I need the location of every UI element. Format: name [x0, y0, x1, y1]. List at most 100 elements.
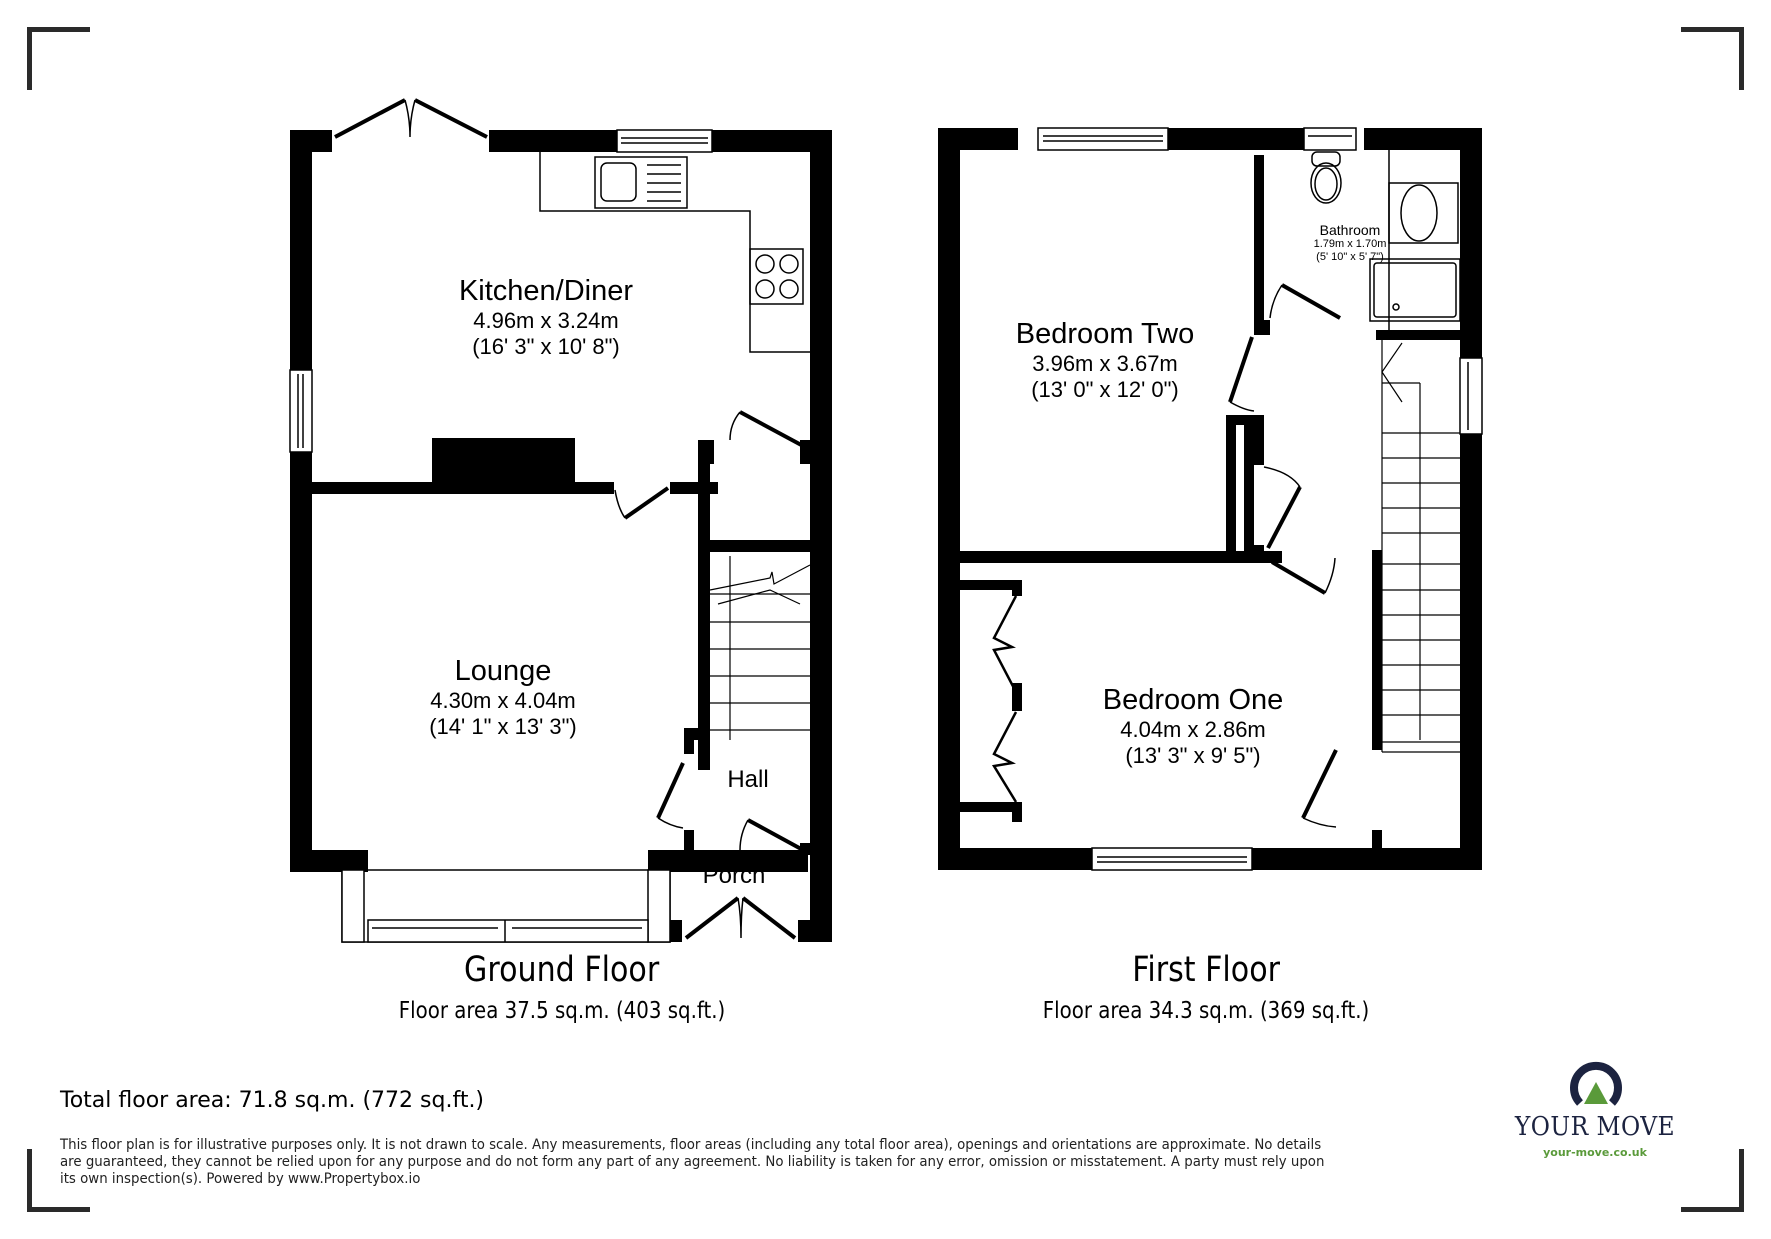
door	[1266, 486, 1302, 549]
french-doors	[334, 98, 488, 139]
door-swing	[739, 819, 749, 851]
room-name: Bedroom Two	[1015, 318, 1195, 350]
wall	[1244, 415, 1254, 561]
room-dimensions-metric: 4.04m x 2.86m	[1120, 717, 1266, 743]
wall	[712, 130, 832, 152]
porch-door-swing	[737, 897, 744, 939]
wall	[698, 440, 714, 464]
room-name: Kitchen/Diner	[458, 275, 634, 307]
door-swing	[657, 817, 684, 829]
wall	[1254, 545, 1264, 563]
wall	[1460, 128, 1482, 358]
chimney-breast	[432, 438, 575, 482]
first-floor-fixtures	[991, 127, 1483, 871]
toilet-cistern	[1311, 151, 1341, 167]
brand-url: your-move.co.uk	[1543, 1146, 1647, 1159]
first-floor-title: First Floor Floor area 34.3 sq.m. (369 s…	[1016, 950, 1396, 1024]
room-label-bedroom-one: Bedroom One 4.04m x 2.86m (13' 3" x 9' 5…	[1103, 684, 1284, 768]
room-dimensions-imperial: (5' 10" x 5' 7")	[1316, 250, 1384, 263]
toilet-seat	[1314, 167, 1338, 201]
door-swing	[1263, 466, 1301, 488]
ground-floor-title: Ground Floor Floor area 37.5 sq.m. (403 …	[372, 950, 752, 1024]
room-dimensions-metric: 4.96m x 3.24m	[473, 308, 619, 334]
basin-bowl	[1400, 184, 1438, 242]
wall	[684, 830, 694, 850]
window	[1459, 357, 1483, 435]
room-dimensions-metric: 1.79m x 1.70m	[1313, 238, 1387, 251]
crop-mark-top-right	[1681, 27, 1744, 90]
wall	[290, 130, 312, 872]
window	[1303, 127, 1357, 151]
floor-name: Ground Floor	[464, 950, 660, 990]
ground-floor-fixtures	[289, 98, 811, 943]
door-swing	[1302, 817, 1337, 828]
wall	[648, 850, 808, 872]
wall	[1460, 434, 1482, 870]
kitchen-counter	[539, 152, 810, 353]
wall	[1012, 802, 1022, 822]
wall	[960, 802, 1022, 812]
wall	[1372, 830, 1382, 850]
door-swing	[1324, 557, 1336, 594]
wall	[1372, 550, 1382, 750]
window	[647, 869, 671, 943]
hob-icon	[749, 248, 804, 305]
wall	[1364, 128, 1482, 150]
wall	[1226, 415, 1264, 425]
french-door-swing	[404, 99, 416, 138]
crop-mark-top-left	[27, 27, 90, 90]
first-floor-stairs	[1381, 340, 1460, 753]
toilet-icon	[1310, 162, 1342, 204]
room-label-bathroom: Bathroom 1.79m x 1.70m (5' 10" x 5' 7")	[1314, 222, 1387, 263]
wall	[710, 540, 810, 552]
wall	[800, 843, 810, 855]
floor-name: First Floor	[1132, 950, 1280, 990]
room-dimensions-metric: 4.30m x 4.04m	[430, 688, 576, 714]
your-move-logo-icon	[1570, 1061, 1622, 1106]
wall	[1252, 848, 1482, 870]
sink-icon	[594, 156, 688, 209]
porch-doors	[684, 896, 797, 940]
room-dimensions-imperial: (16' 3" x 10' 8")	[472, 333, 620, 359]
room-name: Bathroom	[1319, 222, 1381, 238]
wall	[1012, 683, 1022, 711]
room-name: Porch	[702, 862, 766, 889]
wall	[938, 848, 1092, 870]
floor-area: Floor area 34.3 sq.m. (369 sq.ft.)	[1042, 998, 1370, 1024]
wall	[698, 440, 710, 770]
door	[656, 762, 685, 819]
basin-icon	[1388, 182, 1459, 244]
wall	[810, 130, 832, 942]
room-name: Bedroom One	[1102, 684, 1284, 716]
wall	[1254, 155, 1264, 335]
room-dimensions-imperial: (14' 1" x 13' 3")	[429, 713, 577, 739]
door	[1270, 560, 1327, 595]
door-swing	[1269, 284, 1283, 319]
door	[623, 486, 670, 520]
crop-mark-bottom-left	[27, 1149, 90, 1212]
hob-ring	[755, 254, 775, 274]
room-dimensions-imperial: (13' 0" x 12' 0")	[1031, 376, 1179, 402]
door	[1301, 749, 1338, 819]
wall	[938, 128, 960, 870]
wall	[290, 130, 332, 152]
window	[289, 369, 313, 453]
shower-tray-icon	[1369, 258, 1461, 322]
door	[1281, 283, 1341, 320]
door	[1228, 336, 1254, 403]
brand-name: YOUR MOVE	[1514, 1112, 1676, 1142]
wall	[960, 580, 1022, 590]
wall	[938, 128, 1018, 150]
window	[367, 919, 649, 943]
room-name: Hall	[727, 766, 769, 793]
hob-ring	[755, 279, 775, 299]
wall	[312, 482, 614, 494]
wall	[1254, 320, 1270, 335]
room-label-porch: Porch	[703, 862, 766, 890]
shower-tray-inner	[1373, 262, 1457, 318]
ground-floor-stairs	[709, 556, 811, 740]
window	[341, 869, 365, 943]
door	[739, 410, 806, 449]
wall	[1168, 128, 1304, 150]
